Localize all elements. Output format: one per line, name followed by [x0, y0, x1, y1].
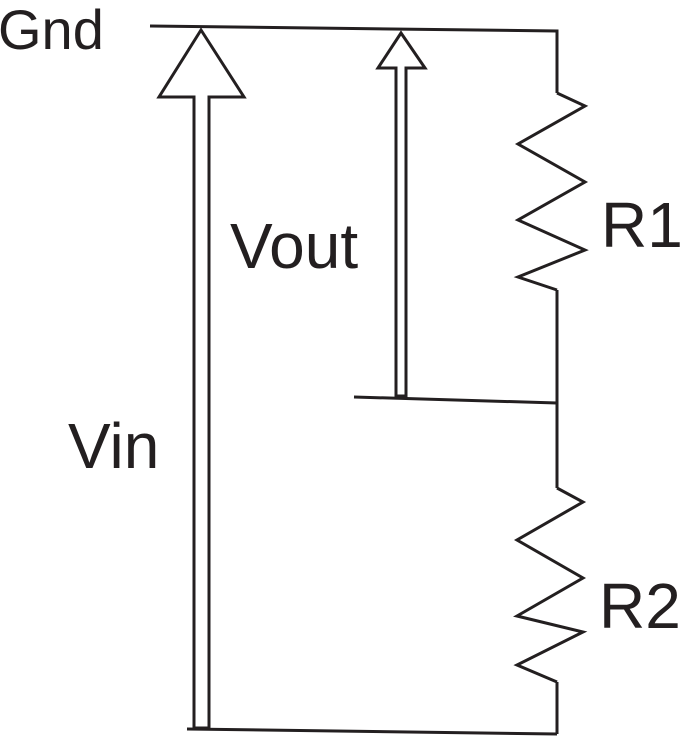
r2-label: R2	[599, 570, 681, 642]
resistor-r2	[512, 486, 588, 684]
bottom-wire	[186, 727, 558, 736]
gnd-wire	[149, 24, 559, 93]
resistor-r1	[513, 91, 589, 292]
vin-arrow	[156, 27, 247, 730]
vout-node-wire	[353, 395, 558, 405]
vout-label: Vout	[230, 210, 358, 282]
gnd-label: Gnd	[0, 0, 104, 61]
vin-label: Vin	[68, 410, 159, 482]
vout-arrow	[375, 30, 428, 398]
r1-label: R1	[601, 189, 683, 261]
